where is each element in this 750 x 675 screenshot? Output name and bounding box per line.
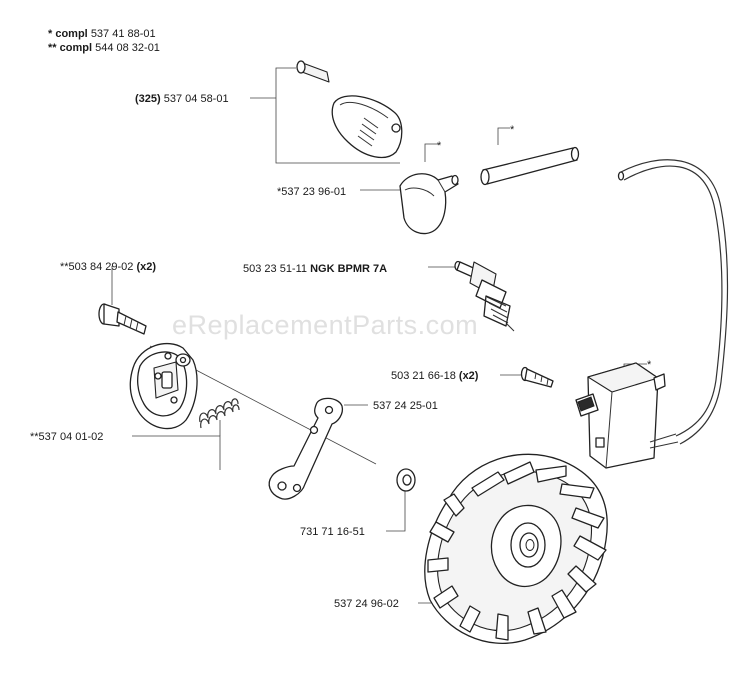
clutch-spring-part	[199, 398, 240, 429]
compl-note-2: ** compl 544 08 32-01	[48, 42, 160, 54]
label-flywheel: 537 24 96-02	[334, 598, 399, 610]
mark-sleeve: *	[510, 124, 515, 136]
label-plug-boot: *537 23 96-01	[277, 186, 346, 198]
label-spark-plug: 503 23 51-11 NGK BPMR 7A	[243, 263, 387, 275]
clutch-screw-part	[98, 303, 147, 335]
link-bracket-part	[268, 397, 344, 500]
mark-coil: *	[647, 359, 652, 371]
label-clutch-screw: **503 84 29-02 (x2)	[60, 261, 156, 273]
label-clutch: **537 04 01-02	[30, 431, 103, 443]
ignition-coil-part	[575, 362, 679, 469]
compl-note-1: * compl 537 41 88-01	[48, 28, 156, 40]
spark-plug-thread	[486, 296, 509, 324]
coil-screw-part	[520, 366, 554, 388]
flywheel-part	[424, 453, 608, 644]
label-link: 537 24 25-01	[373, 400, 438, 412]
protective-sleeve-part	[480, 146, 580, 186]
clutch-assembly-part	[129, 342, 198, 430]
washer-part	[396, 468, 416, 492]
spark-plug-boot-part	[399, 173, 459, 235]
cover-vent-slots	[357, 117, 379, 147]
ignition-cable	[623, 165, 723, 437]
cover-part	[296, 60, 403, 159]
mark-plug-boot: *	[437, 140, 442, 152]
label-washer: 731 71 16-51	[300, 526, 365, 538]
watermark: eReplacementParts.com	[172, 310, 478, 340]
label-cover: (325) 537 04 58-01	[135, 93, 229, 105]
flywheel-fins	[427, 461, 607, 641]
label-coil-screw: 503 21 66-18 (x2)	[391, 370, 479, 382]
spark-plug-part	[454, 260, 515, 332]
